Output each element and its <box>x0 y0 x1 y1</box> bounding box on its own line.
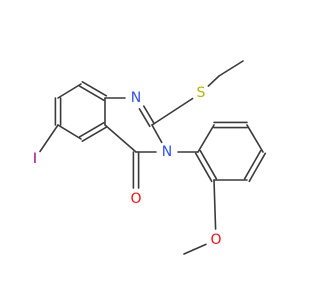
bond-c8a-c8-b <box>78 85 105 101</box>
bond-s-ce1 <box>207 75 220 87</box>
bond-c2-s <box>151 97 194 126</box>
atom-n3: N <box>162 144 172 160</box>
bond-c8a-c8-a <box>81 81 108 97</box>
bond-c6-c5 <box>57 124 82 140</box>
atom-labels: N N S I O O <box>33 85 222 248</box>
bond-ce1-ce2 <box>218 60 244 77</box>
bond-p1-p2-a <box>194 152 213 183</box>
chemical-structure: N N S I O O <box>33 60 267 255</box>
atom-o-methoxy: O <box>210 232 221 248</box>
bond-c2-n3 <box>151 124 163 144</box>
bond-c8-c7 <box>57 83 82 99</box>
bond-c5-c4a-a <box>81 126 108 142</box>
atom-i: I <box>33 151 37 167</box>
bond-c6-i <box>39 124 59 153</box>
bond-p2-om <box>213 179 217 230</box>
bond-n1-c2-a <box>138 108 151 128</box>
bond-p3-p4-b <box>243 149 262 180</box>
atom-o-carbonyl: O <box>130 191 141 207</box>
bond-c5-c4a-b <box>78 122 105 138</box>
bonds <box>39 60 267 255</box>
bond-p1-p2-b <box>199 149 218 180</box>
bond-om-cm <box>183 243 207 255</box>
bond-p3-p4-a <box>248 152 267 183</box>
bond-n1-c2-b <box>143 105 155 125</box>
bond-c4-c4a <box>104 124 137 153</box>
bond-p6-p1 <box>197 124 215 153</box>
bond-p4-p5 <box>246 124 264 153</box>
atom-s: S <box>197 85 206 101</box>
atom-n1: N <box>131 90 141 106</box>
